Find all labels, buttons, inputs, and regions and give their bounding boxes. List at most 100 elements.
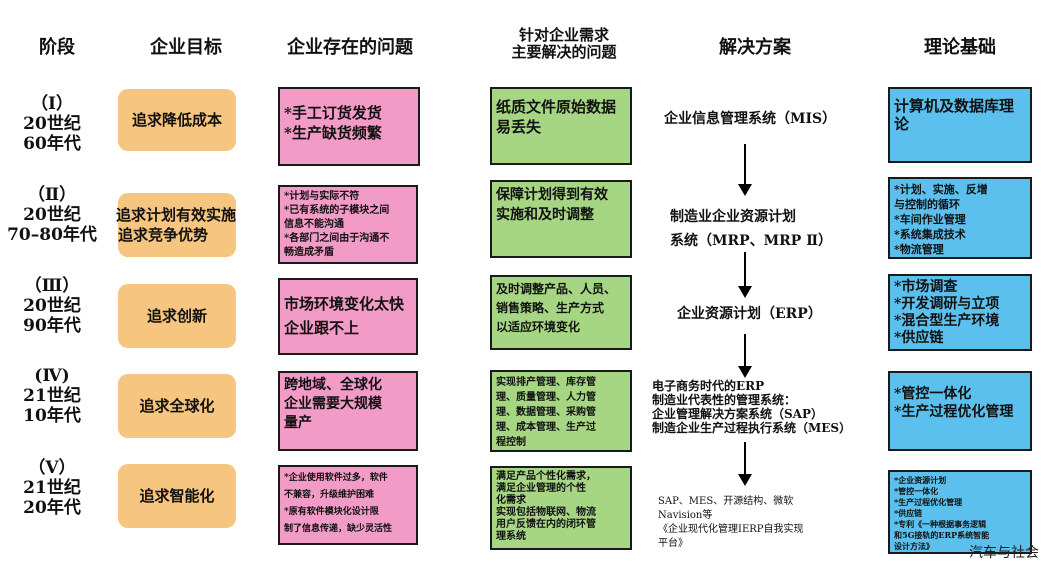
stage-5: （Ⅴ） 21世纪 20年代 — [0, 458, 104, 518]
stage-5-line: 20年代 — [23, 498, 81, 518]
solution-4-line: 制造业代表性的管理系统： — [652, 393, 797, 407]
stage-4-line: (Ⅳ) — [34, 366, 70, 386]
need-4-line: 理、数据管理、采购管 — [496, 407, 596, 418]
stage-3-line: 90年代 — [23, 316, 81, 336]
need-5-line: 理系统 — [496, 531, 526, 542]
need-5: 满足产品个性化需求， 满足企业管理的个性 化需求 实现包括物联网、物流 用户反馈… — [490, 466, 632, 550]
need-4-line: 理、成本管理、生产过 — [496, 422, 596, 433]
theory-2-line: *物流管理 — [894, 243, 944, 256]
solution-5-line: Navision等 — [658, 510, 713, 521]
solution-4-line: 制造企业生产过程执行系统（MES） — [652, 421, 852, 435]
problem-1-line: *手工订货发货 — [284, 104, 382, 122]
theory-2-line: *车间作业管理 — [894, 213, 966, 226]
header-goal: 企业目标 — [150, 37, 222, 58]
need-5-line: 用户反馈在内的闭环管 — [496, 519, 596, 530]
problem-2-line: *各部门之间由于沟通不 — [284, 233, 390, 244]
theory-3-line: *市场调查 — [894, 279, 958, 295]
theory-4-line: *生产过程优化管理 — [894, 404, 1014, 420]
problem-5-line: *原有软件模块化设计限 — [284, 507, 379, 517]
need-2: 保障计划得到有效 实施和及时调整 — [490, 180, 632, 258]
goal-1: 追求降低成本 — [118, 89, 236, 151]
problem-2-line: 信息不能沟通 — [284, 219, 344, 230]
header-stage: 阶段 — [39, 37, 75, 58]
theory-2-line: 与控制的循环 — [894, 198, 960, 211]
stage-1-line: 60年代 — [23, 134, 81, 154]
need-3-line: 及时调整产品、人员、 — [496, 282, 617, 296]
header-need-line2: 主要解决的问题 — [511, 43, 617, 61]
theory-5-line: 和5G接轨的ERP系统智能 — [894, 530, 990, 540]
need-3-line: 以适应环境变化 — [496, 320, 581, 334]
stage-1: （Ⅰ） 20世纪 60年代 — [0, 94, 104, 154]
theory-5-line: *生产过程优化管理 — [894, 497, 963, 507]
stage-2-line: 20世纪 — [23, 205, 81, 225]
problem-4-line: 跨地域、全球化 — [284, 377, 382, 393]
need-3-line: 销售策略、生产方式 — [496, 301, 605, 315]
theory-3-line: *供应链 — [894, 330, 944, 346]
solution-5-line: SAP、MES、开源结构、微软 — [658, 496, 794, 507]
goal-2-line: 追求竞争优势 — [118, 226, 209, 244]
need-4-line: 程控制 — [496, 437, 526, 448]
problem-5-line: *企业使用软件过多，软件 — [284, 473, 388, 483]
watermark: 汽车与社会 — [969, 545, 1039, 561]
need-1-line: 易丢失 — [496, 118, 542, 136]
theory-5-line: *供应链 — [894, 508, 923, 518]
solution-5-line: 《企业现代化管理IERP自我实现 — [658, 524, 804, 535]
theory-2-line: *系统集成技术 — [894, 228, 966, 241]
theory-5-line: *专利《一种根据事务逻辑 — [894, 519, 987, 529]
need-4-line: 实现排产管理、库存管 — [496, 377, 596, 388]
solution-4: 电子商务时代的ERP 制造业代表性的管理系统： 企业管理解决方案系统（SAP） … — [652, 379, 851, 435]
need-1: 纸质文件原始数据 易丢失 — [490, 87, 632, 165]
need-4-line: 理、质量管理、人力管 — [496, 392, 596, 403]
theory-4-line: *管控一体化 — [894, 386, 972, 402]
theory-1-line: 论 — [894, 115, 910, 133]
need-3: 及时调整产品、人员、 销售策略、生产方式 以适应环境变化 — [490, 275, 632, 350]
problem-2-line: 畅造成矛盾 — [284, 247, 334, 258]
theory-5-line: *企业资源计划 — [894, 475, 947, 485]
stage-5-line: （Ⅴ） — [28, 458, 76, 478]
theory-5-line: *管控一体化 — [894, 486, 939, 496]
solution-5-line: 平台》 — [658, 538, 688, 549]
problem-2-line: *计划与实际不符 — [284, 191, 360, 202]
stage-2: （Ⅱ） 20世纪 70–80年代 — [0, 185, 104, 245]
solution-5: SAP、MES、开源结构、微软 Navision等 《企业现代化管理IERP自我… — [658, 495, 804, 551]
need-2-line: 保障计划得到有效 — [496, 187, 608, 203]
problem-4-line: 企业需要大规模 — [284, 396, 382, 412]
header-problem: 企业存在的问题 — [287, 37, 413, 58]
goal-3: 追求创新 — [118, 284, 236, 348]
need-5-line: 满足企业管理的个性 — [496, 483, 586, 494]
solution-2-line: 系统（MRP、MRP Ⅱ） — [670, 233, 832, 249]
arrow-down-4 — [738, 442, 752, 486]
problem-5-line: 制了信息传递，缺少灵活性 — [284, 524, 393, 534]
need-2-line: 实施和及时调整 — [496, 207, 594, 223]
problem-2-line: *已有系统的子模块之间 — [284, 205, 390, 216]
stage-1-line: 20世纪 — [23, 114, 81, 134]
need-5-line: 化需求 — [496, 495, 526, 506]
header-theory: 理论基础 — [924, 37, 996, 58]
solution-2: 制造业企业资源计划 系统（MRP、MRP Ⅱ） — [670, 205, 832, 253]
problem-4-line: 量产 — [284, 415, 312, 431]
goal-2: 追求计划有效实施 追求竞争优势 — [116, 193, 237, 257]
need-1-line: 纸质文件原始数据 — [496, 98, 617, 116]
theory-3-line: *混合型生产环境 — [894, 313, 1000, 329]
stage-4-line: 21世纪 — [23, 386, 81, 406]
header-need-line1: 针对企业需求 — [518, 26, 609, 44]
problem-5-line: 不兼容，升级维护困难 — [284, 490, 375, 500]
need-5-line: 满足产品个性化需求， — [496, 471, 596, 482]
need-5-line: 实现包括物联网、物流 — [496, 507, 596, 518]
goal-2-line: 追求计划有效实施 — [116, 206, 237, 224]
theory-1: 计算机及数据库理 论 — [888, 87, 1032, 163]
theory-3: *市场调查 *开发调研与立项 *混合型生产环境 *供应链 — [888, 274, 1032, 351]
arrow-down-2 — [738, 252, 752, 298]
stage-2-line: 70–80年代 — [7, 225, 97, 245]
stage-3-line: （Ⅲ） — [24, 276, 80, 296]
problem-3: 市场环境变化太快 企业跟不上 — [278, 278, 418, 355]
theory-1-line: 计算机及数据库理 — [894, 97, 1015, 115]
stage-4-line: 10年代 — [23, 406, 81, 426]
theory-4: *管控一体化 *生产过程优化管理 — [888, 371, 1032, 451]
stage-3-line: 20世纪 — [23, 296, 81, 316]
goal-5: 追求智能化 — [118, 464, 236, 528]
solution-4-line: 电子商务时代的ERP — [652, 379, 765, 393]
problem-5: *企业使用软件过多，软件 不兼容，升级维护困难 *原有软件模块化设计限 制了信息… — [278, 465, 418, 545]
arrow-down-3 — [738, 334, 752, 378]
problem-3-line: 企业跟不上 — [284, 319, 360, 337]
